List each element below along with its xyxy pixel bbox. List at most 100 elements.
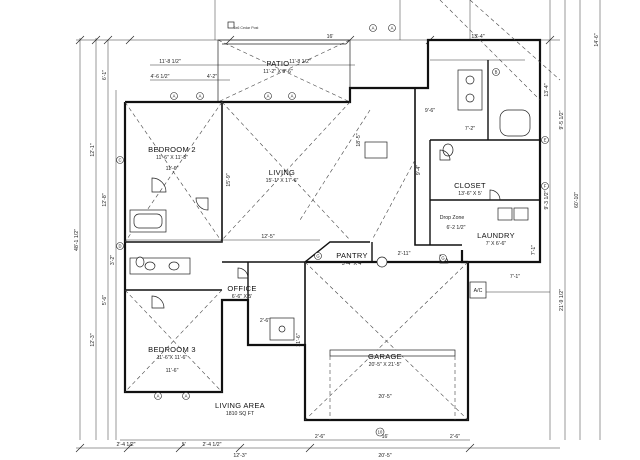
dim-drop-zone: 6'-2 1/2" [447,225,466,231]
dim-right-top: 14'-6" [594,33,600,46]
garage-door-icon [329,349,456,357]
dim-bath-inner: 9'-6" [425,108,435,114]
room-size-bedroom-3: 11'-6"X 11'-6" [157,355,188,361]
tag-a: A [157,394,160,399]
dim-bottom-total-a: 12'-3" [233,453,246,459]
room-name-laundry: LAUNDRY [477,231,515,240]
tag-d: D [118,244,121,249]
ac-label: A/C [474,288,483,294]
ac-unit-icon [469,281,487,299]
dim-top-left: 11'-8 1/2" [159,59,181,65]
room-size-patio: 11'-2" X 8'-6" [263,69,293,75]
drop-zone-label: Drop Zone [440,215,465,221]
room-name-closet: CLOSET [454,181,486,190]
room-size-bedroom-2: 11'-6" X 11'-8" [156,155,188,161]
dim-bath-width: 7'-2" [465,126,475,132]
room-size-living: 15'-1" X 17'-6" [266,178,299,184]
living-area-square-feet: 1810 SQ FT [226,411,255,417]
tag-f: F [544,184,547,189]
room-name-living-area: LIVING AREA [215,401,265,410]
tag-a: A [391,26,394,31]
fireplace-icon [364,141,388,159]
room-size-pantry: 5'-4" X 4' [342,261,363,267]
toilet-icon [135,256,145,268]
room-labels: PATIO 11'-2" X 8'-6" BEDROOM 2 11'-6" X … [148,26,515,417]
dim-right-2: 9'-5 1/2" [559,110,565,129]
interior-walls [125,60,540,345]
room-name-garage: GARAGE [368,352,402,361]
room-name-office: OFFICE [227,284,256,293]
tag-e: E [544,138,547,143]
dim-left-bath: 5'-6" [102,295,108,305]
cedar-post-note: 6x6 Cedar Post [234,26,259,30]
room-name-bedroom-2: BEDROOM 2 [148,145,196,154]
dim-laundry-depth: 7'-1" [531,245,537,255]
dim-bottom-3: 2'-4 1/2" [203,442,222,448]
master-tub-icon [499,109,531,137]
dim-hall-depth: 9'-4" [416,165,422,175]
dim-left-top: 6'-1" [102,70,108,80]
tag-g: G [441,256,444,261]
dim-garage-depth: 21'-6" [296,333,302,346]
dim-garage-left: 2'-6" [315,434,325,440]
master-toilet-icon [442,143,454,157]
water-heater-icon [376,256,388,268]
dim-left-upper: 12'-1" [90,143,96,156]
dim-office-depth: 2'-6" [260,318,270,324]
dim-patio-mid: 4'-2" [207,74,217,80]
dim-right-upper: 13'-4" [544,83,550,96]
dim-top-center: 16' [327,34,334,40]
tag-b: B [495,70,498,75]
dim-left-mid: 12'-8" [102,193,108,206]
tag-a: A [267,94,270,99]
dim-bottom-2: 5' [182,442,186,448]
dim-garage-mid: 16' [382,434,389,440]
dim-bedroom2-width: 11'-6" [166,166,179,172]
dim-laundry-right: 7'-1" [510,274,520,280]
dim-top-mid: 11'-8 1/2" [289,59,311,65]
cedar-post-icon [227,21,235,29]
dim-left-inner: 3'-2" [110,255,116,265]
room-name-patio: PATIO [267,59,290,68]
tag-c: C [118,158,121,163]
tag-a: A [291,94,294,99]
dim-right-1: 9'-3 1/2" [544,190,550,209]
tag-a: A [199,94,202,99]
dim-garage-width: 20'-5" [378,394,391,400]
fixtures [129,69,531,420]
dim-right-total: 60'-10" [574,192,580,208]
diagonal-guides [124,0,561,421]
room-size-closet: 13'-6" X 5' [458,191,481,197]
room-size-office: 6'-6" X 5' [232,294,253,300]
dryer-icon [513,207,529,221]
room-name-pantry: PANTRY [336,251,368,260]
tag-10: 10 [378,430,383,435]
tag-g: G [316,254,319,259]
room-size-laundry: 7' X 6'-6" [486,241,507,247]
dimension-text: 11'-8 1/2" 11'-8 1/2" 4'-6 1/2" 4'-2" 13… [74,33,600,459]
dim-patio-left: 4'-6 1/2" [151,74,170,80]
dim-top-right: 13'-4" [471,34,484,40]
reference-tags: A A A A A A A A D C E F B G G 10 [116,24,549,437]
room-size-garage: 20'-5" X 21'-5" [369,362,402,368]
dim-bottom-1: 2'-4 1/2" [117,442,136,448]
tag-a: A [372,26,375,31]
tag-a: A [173,94,176,99]
room-name-living: LIVING [269,168,295,177]
room-name-bedroom-3: BEDROOM 3 [148,345,196,354]
dim-bedroom3-width: 11'-6" [166,368,179,374]
washer-icon [497,207,513,221]
dim-left-lower: 12'-3" [90,333,96,346]
dim-living-width: 12'-5" [261,234,274,240]
tag-a: A [185,394,188,399]
dim-right-3: 21'-9 1/2" [559,289,565,311]
dim-living-depth: 15'-9" [226,173,232,186]
dim-pantry-right: 2'-11" [398,251,411,257]
dim-kitchen-depth: 18'-5" [356,133,362,146]
dim-bottom-total-b: 20'-5" [378,453,391,459]
dim-left-total: 48'-1 1/2" [74,229,80,251]
dim-garage-right: 2'-6" [450,434,460,440]
patio [217,21,351,103]
